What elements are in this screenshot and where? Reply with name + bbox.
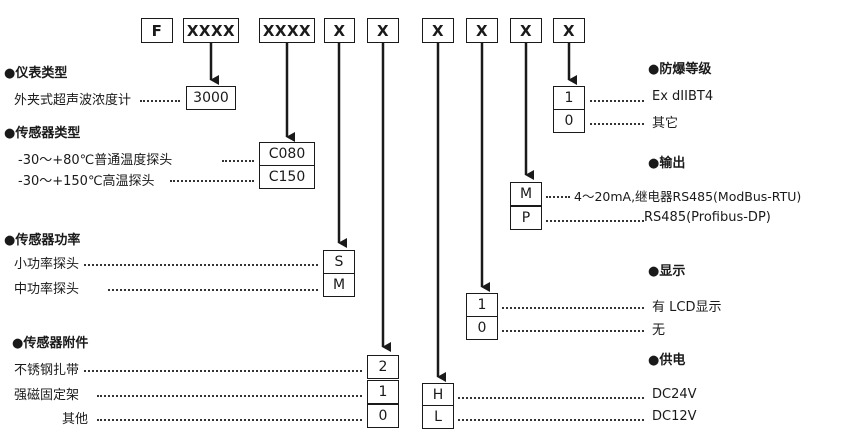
code-box-output: X — [510, 18, 542, 43]
sensor-power-label-2: 中功率探头 — [14, 282, 80, 297]
sensor-type-label-2: -30～+150℃高温探头 — [18, 174, 155, 189]
sensor-accessory-code-2: 1 — [367, 380, 399, 404]
sensor-accessory-heading: ●传感器附件 — [12, 336, 89, 351]
output-code-1: M — [510, 182, 542, 206]
explosion-proof-label-2: 其它 — [652, 116, 679, 131]
code-box-power-supply: X — [422, 18, 454, 43]
leader-dots — [84, 370, 362, 372]
code-box-instrument-type: XXXX — [183, 18, 239, 43]
power-supply-code-1: H — [422, 383, 454, 407]
leader-dots — [590, 100, 644, 102]
instrument-type-heading: ●仪表类型 — [4, 66, 68, 81]
sensor-type-code-1: C080 — [259, 142, 315, 166]
code-box-sensor-power: X — [324, 18, 355, 43]
explosion-proof-code-1: 1 — [553, 86, 585, 110]
explosion-proof-heading: ●防爆等级 — [648, 62, 712, 77]
leader-dots — [502, 330, 644, 332]
display-code-2: 0 — [466, 316, 498, 340]
sensor-type-label-1: -30～+80℃普通温度探头 — [18, 153, 173, 168]
display-label-1: 有 LCD显示 — [652, 300, 722, 315]
leader-dots — [97, 419, 362, 421]
explosion-proof-label-1: Ex dIIBT4 — [652, 89, 714, 104]
leader-dots — [458, 419, 644, 421]
sensor-type-heading: ●传感器类型 — [4, 126, 81, 141]
leader-dots — [84, 264, 318, 266]
power-supply-heading: ●供电 — [648, 353, 686, 368]
output-label-1: 4～20mA,继电器RS485(ModBus-RTU) — [574, 189, 802, 204]
instrument-type-label: 外夹式超声波浓度计 — [14, 93, 132, 108]
display-label-2: 无 — [652, 323, 666, 338]
sensor-accessory-label-3: 其他 — [62, 412, 89, 427]
explosion-proof-code-2: 0 — [553, 109, 585, 133]
code-box-f: F — [141, 18, 173, 43]
leader-dots — [170, 180, 254, 182]
leader-dots — [140, 100, 180, 102]
display-heading: ●显示 — [648, 264, 686, 279]
leader-dots — [546, 220, 644, 222]
instrument-type-code: 3000 — [186, 86, 236, 110]
sensor-type-code-2: C150 — [259, 165, 315, 189]
power-supply-label-2: DC12V — [652, 409, 697, 424]
code-box-sensor-accessory: X — [367, 18, 399, 43]
leader-dots — [108, 289, 318, 291]
sensor-power-code-1: S — [323, 250, 355, 274]
display-code-1: 1 — [466, 293, 498, 317]
output-heading: ●输出 — [648, 156, 686, 171]
power-supply-code-2: L — [422, 405, 454, 429]
sensor-accessory-label-1: 不锈钢扎带 — [14, 363, 80, 378]
output-code-2: P — [510, 206, 542, 230]
power-supply-label-1: DC24V — [652, 387, 697, 402]
sensor-power-label-1: 小功率探头 — [14, 257, 80, 272]
leader-dots — [502, 307, 644, 309]
leader-dots — [590, 123, 644, 125]
output-label-2: RS485(Profibus-DP) — [644, 210, 771, 225]
code-box-display: X — [466, 18, 498, 43]
code-box-explosion-proof: X — [553, 18, 585, 43]
leader-dots — [458, 397, 644, 399]
sensor-accessory-label-2: 强磁固定架 — [14, 388, 80, 403]
sensor-power-code-2: M — [323, 273, 355, 297]
sensor-accessory-code-3: 0 — [367, 404, 399, 428]
leader-dots — [222, 160, 254, 162]
leader-dots — [97, 395, 362, 397]
sensor-power-heading: ●传感器功率 — [4, 233, 81, 248]
code-box-sensor-type: XXXX — [259, 18, 315, 43]
leader-dots — [546, 196, 570, 198]
sensor-accessory-code-1: 2 — [367, 355, 399, 379]
